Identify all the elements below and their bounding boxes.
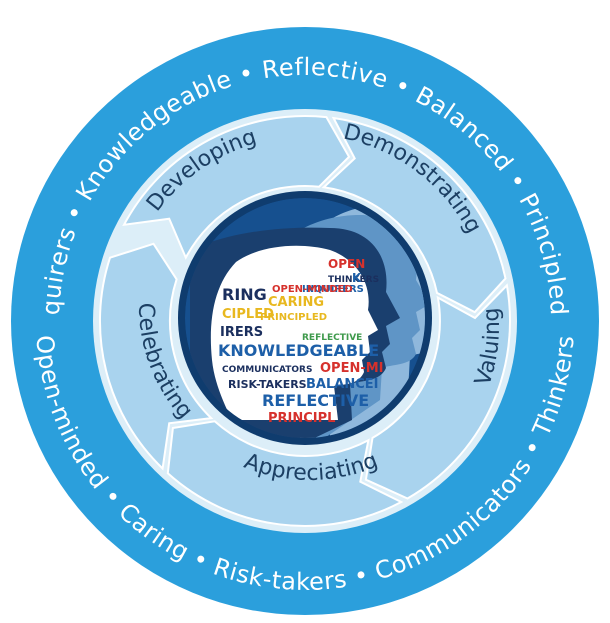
word-cloud-word: PRINCIPL <box>268 411 335 426</box>
word-cloud-word: RING <box>222 285 267 304</box>
face-word-cloud-area <box>210 245 378 420</box>
word-cloud-word: INQUIRERS <box>302 284 364 295</box>
word-cloud-word: REFLECTIVE <box>262 391 369 410</box>
stage-segment-appreciating <box>166 420 404 527</box>
word-cloud-word: REFLECTIVE <box>302 333 362 343</box>
word-cloud-word: CARING <box>268 295 324 310</box>
word-cloud-word: IRERS <box>220 325 263 340</box>
word-cloud-word: BALANCEI <box>306 377 378 392</box>
stage-segment-developing <box>122 114 351 260</box>
word-cloud-word: PRINCIPLED <box>260 312 327 323</box>
word-cloud-word: RISK-TAKERS <box>228 378 307 391</box>
cycle-segments <box>99 114 512 527</box>
word-cloud-word: THINKERS <box>328 275 379 285</box>
word-cloud-word: CIPLED <box>222 307 274 322</box>
word-cloud-word: KNOWLEDGEABLE <box>218 341 379 360</box>
word-cloud-word: OPEN-MI <box>320 361 384 376</box>
stage-segment-demonstrating <box>321 116 507 314</box>
word-cloud-word: OPEN <box>328 257 365 271</box>
word-cloud-word: K <box>352 271 362 285</box>
word-cloud-word: COMMUNICATORS <box>222 365 312 375</box>
word-cloud-word: OPEN-MINDED <box>272 284 353 295</box>
stage-segment-valuing <box>364 283 512 500</box>
stage-segment-celebrating <box>99 242 214 471</box>
